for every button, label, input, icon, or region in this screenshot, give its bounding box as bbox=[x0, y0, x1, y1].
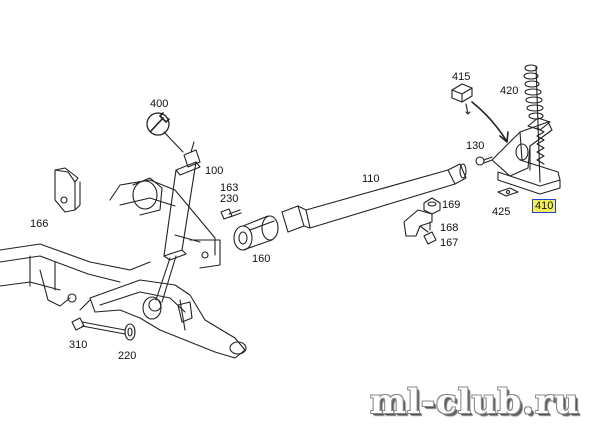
callout-400[interactable]: 400 bbox=[150, 98, 169, 110]
callout-168[interactable]: 168 bbox=[440, 222, 459, 234]
bolt-310 bbox=[71, 317, 126, 335]
wrench-icon bbox=[146, 112, 170, 136]
callout-163[interactable]: 163 bbox=[220, 182, 239, 194]
bolt-230 bbox=[220, 208, 242, 220]
callout-110[interactable]: 110 bbox=[362, 173, 380, 185]
washer-425 bbox=[497, 187, 519, 197]
callout-130[interactable]: 130 bbox=[466, 140, 485, 152]
callout-415[interactable]: 415 bbox=[452, 71, 471, 83]
spring-420 bbox=[523, 64, 545, 183]
callout-167[interactable]: 167 bbox=[440, 237, 459, 249]
bracket-410 bbox=[491, 117, 561, 195]
leader-400 bbox=[163, 131, 184, 153]
nut-169 bbox=[423, 197, 441, 215]
callout-410-highlighted[interactable]: 410 bbox=[532, 199, 557, 213]
callout-420[interactable]: 420 bbox=[500, 85, 519, 97]
mount-160 bbox=[233, 215, 279, 251]
shock-absorber-100 bbox=[148, 141, 201, 312]
washer-220 bbox=[124, 323, 136, 341]
vehicle-frame bbox=[0, 177, 221, 311]
rod-110 bbox=[281, 163, 467, 233]
lower-control-arm bbox=[89, 279, 247, 359]
callout-425[interactable]: 425 bbox=[492, 206, 511, 218]
callout-169[interactable]: 169 bbox=[442, 199, 461, 211]
callout-220[interactable]: 220 bbox=[118, 350, 137, 362]
callout-166[interactable]: 166 bbox=[30, 218, 49, 230]
bolt-130 bbox=[475, 156, 493, 166]
clamp-168 bbox=[403, 209, 433, 237]
bolt-167 bbox=[423, 221, 437, 245]
callout-310[interactable]: 310 bbox=[69, 339, 88, 351]
callout-230[interactable]: 230 bbox=[220, 193, 239, 205]
callout-160[interactable]: 160 bbox=[252, 253, 271, 265]
part-415 bbox=[451, 83, 509, 143]
watermark-logo: ml-club.ru bbox=[370, 382, 580, 422]
bracket-166 bbox=[54, 167, 81, 213]
callout-100[interactable]: 100 bbox=[205, 165, 224, 177]
